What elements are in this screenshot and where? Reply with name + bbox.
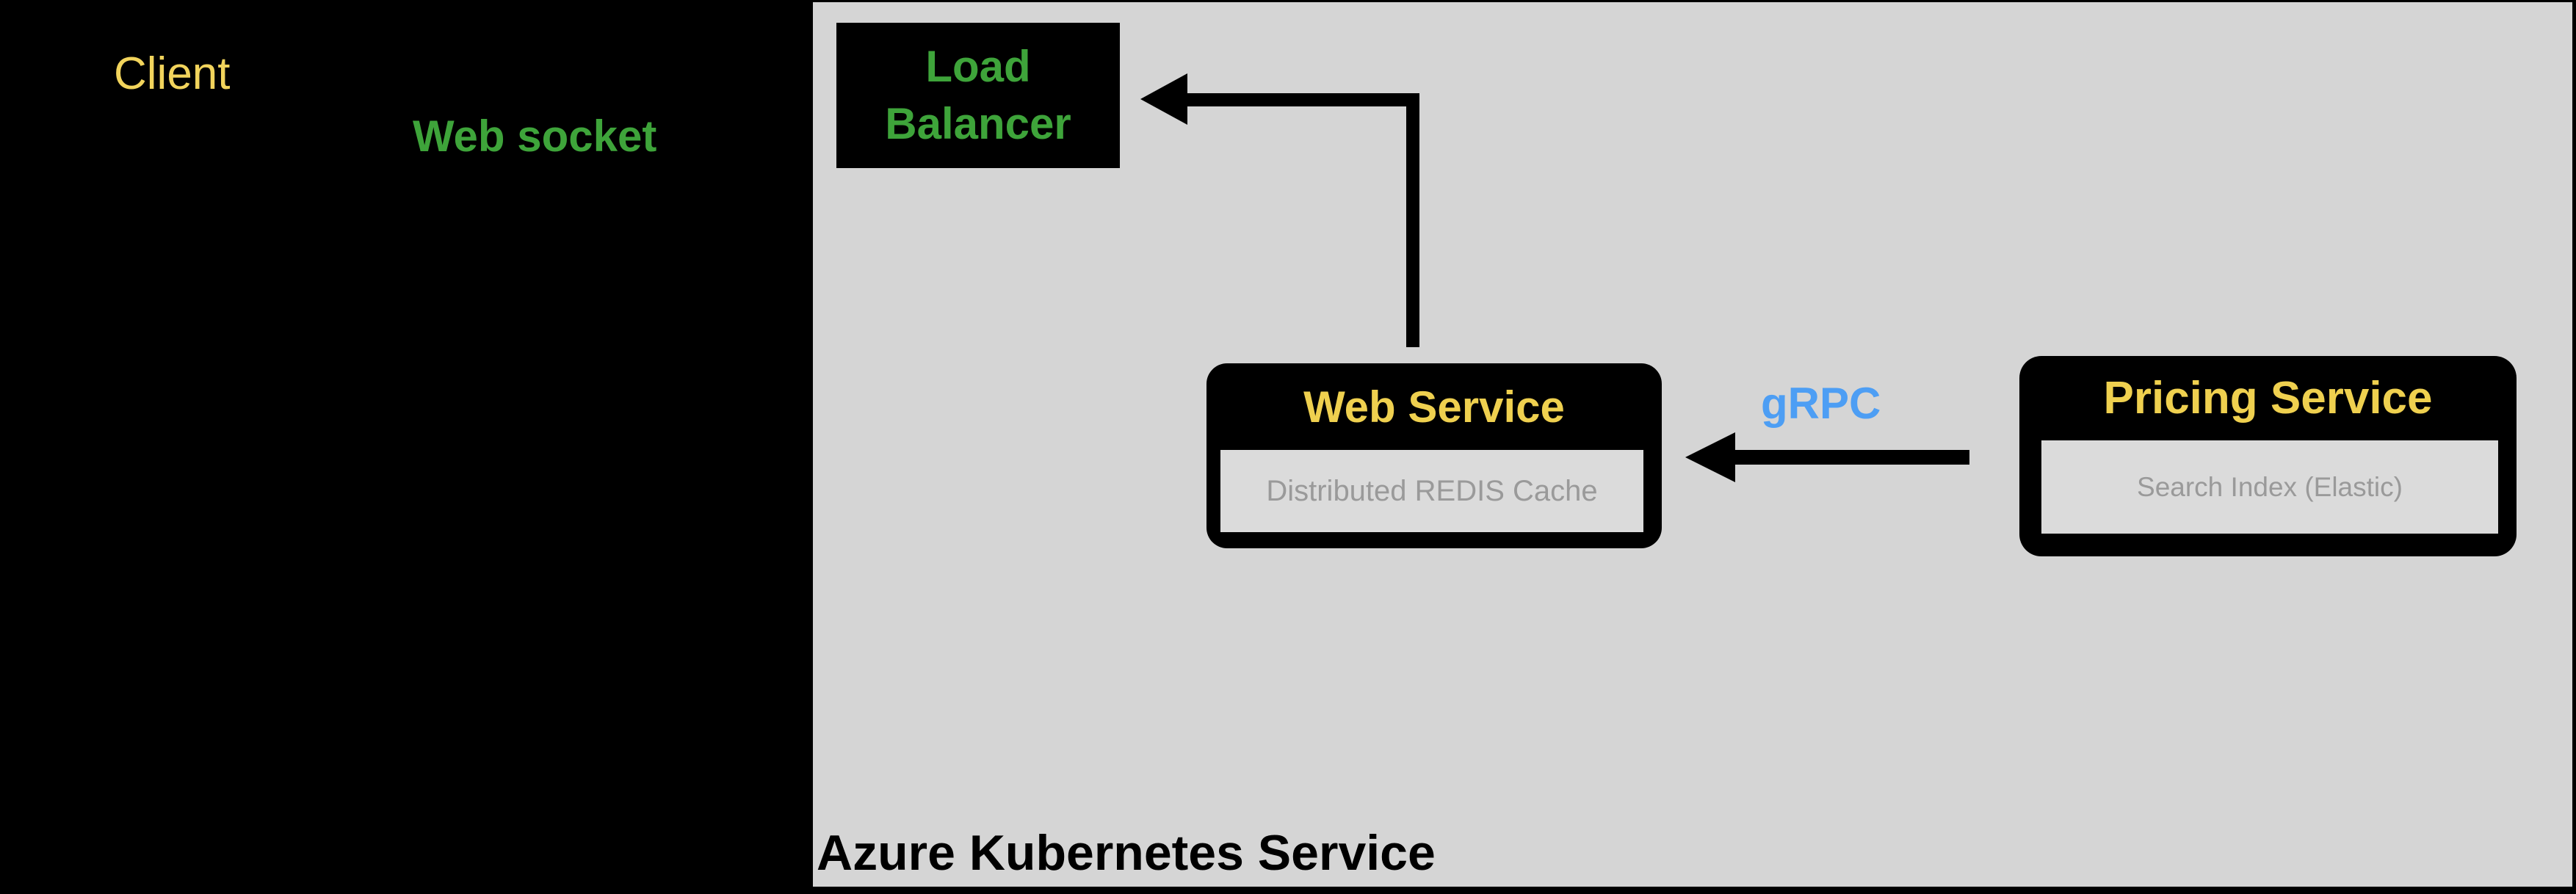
pricing-service-component-box: Search Index (Elastic) [2041,440,2498,534]
aks-panel-label: Azure Kubernetes Service [817,825,1436,881]
arrow-head-pricing-to-web-service [1685,432,1735,482]
pricing-service-title: Pricing Service [2103,373,2433,424]
arrow-shaft-pricing-to-web-service [1732,450,1969,465]
grpc-edge-label: gRPC [1761,379,1881,428]
client-label: Client [114,48,231,99]
arrow-shaft-horizontal-web-service-to-load-balancer [1184,93,1419,106]
arrow-head-web-service-to-load-balancer [1140,73,1187,125]
web-service-component-box: Distributed REDIS Cache [1220,450,1643,532]
web-service-component-label: Distributed REDIS Cache [1266,474,1598,507]
web-service-title: Web Service [1303,382,1565,432]
pricing-service-component-label: Search Index (Elastic) [2137,471,2403,502]
arrow-shaft-vertical-web-service-to-load-balancer [1406,93,1419,347]
node-pricing-service: Pricing Service Search Index (Elastic) [2019,356,2517,556]
web-socket-label: Web socket [413,112,657,161]
load-balancer-title: Load Balancer [885,42,1071,148]
node-load-balancer: Load Balancer [836,23,1120,168]
node-web-service: Web Service Distributed REDIS Cache [1206,363,1662,548]
